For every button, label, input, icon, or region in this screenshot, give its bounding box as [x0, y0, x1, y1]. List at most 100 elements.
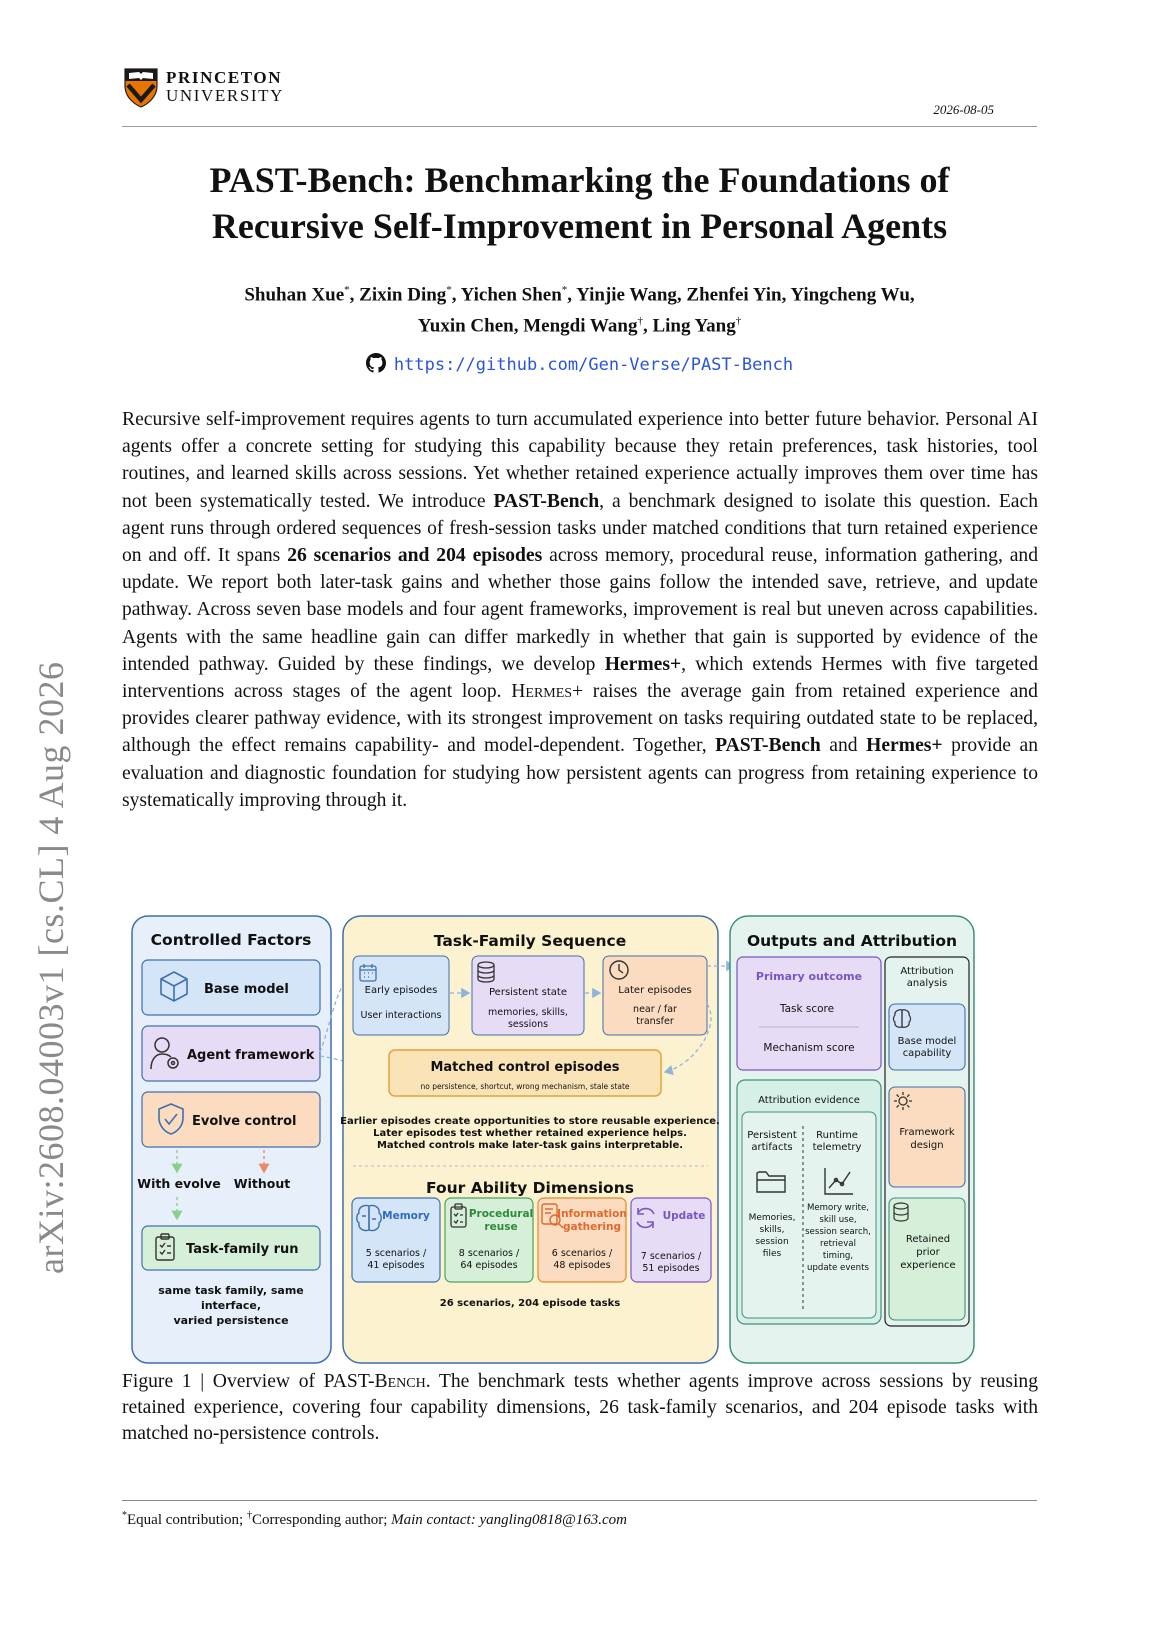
artifacts-line-3: session: [755, 1237, 788, 1247]
cube-icon: [160, 971, 188, 1002]
information-stat-1: 6 scenarios /: [552, 1248, 613, 1259]
search-document-icon: [541, 1203, 564, 1229]
early-episodes-card: [352, 955, 450, 1036]
refresh-icon: [636, 1207, 655, 1229]
caption-text: Figure 1 | Overview of PAST-: [122, 1371, 375, 1392]
early-episodes-title: Early episodes: [365, 985, 438, 996]
evidence-inner-box: [741, 1111, 877, 1319]
attribution-analysis-2: analysis: [907, 978, 948, 989]
abstract-smallcaps: Hermes+: [511, 681, 584, 703]
corresponding-mark: †: [637, 315, 643, 328]
memory-stat-2: 41 episodes: [367, 1260, 424, 1271]
telemetry-line-3: session search,: [805, 1227, 871, 1237]
controlled-factors-title: Controlled Factors: [151, 931, 312, 949]
repo-link[interactable]: https://github.com/Gen-Verse/PAST-Bench: [393, 355, 794, 375]
artifacts-line-2: skills,: [760, 1225, 785, 1235]
runtime-telemetry-1: Runtime: [816, 1130, 858, 1141]
abstract-bold: PAST-Bench: [493, 490, 600, 512]
procedural-stat-2: 64 episodes: [460, 1260, 517, 1271]
retained-prior-1: Retained: [906, 1234, 950, 1245]
author: Zhenfei Yin: [686, 284, 782, 306]
overview-figure: Controlled Factors Base model Agent fram…: [131, 915, 975, 1364]
equal-mark: *: [446, 284, 452, 296]
main-contact: Main contact: yangling0818@163.com: [391, 1512, 627, 1528]
framework-design-card: [888, 1086, 966, 1188]
persistent-state-card: [471, 955, 585, 1036]
paper-title: PAST-Bench: Benchmarking the Foundations…: [122, 157, 1037, 249]
matched-control-title: Matched control episodes: [430, 1060, 619, 1075]
later-episodes-card: [602, 955, 708, 1036]
abstract-bold: Hermes+: [866, 735, 943, 757]
agent-framework-label: Agent framework: [187, 1048, 315, 1063]
folder-icon: [756, 1171, 786, 1193]
author: Ling Yang: [652, 315, 736, 337]
footnote: *Equal contribution; †Corresponding auth…: [122, 1510, 627, 1529]
mechanism-score-label: Mechanism score: [763, 1042, 854, 1054]
telemetry-line-4: retrieval: [820, 1239, 856, 1249]
persistent-state-sub-1: memories, skills,: [488, 1007, 568, 1018]
abstract-text: across memory, procedural reuse, informa…: [122, 545, 1039, 675]
abstract-text: Recursive self-improvement requires agen…: [122, 409, 1038, 512]
equal-mark: *: [561, 284, 568, 296]
artifacts-line-1: Memories,: [749, 1213, 796, 1223]
gear-icon: [894, 1092, 912, 1110]
information-stat-2: 48 episodes: [553, 1260, 610, 1271]
title-line-2: Recursive Self-Improvement in Personal A…: [211, 206, 948, 246]
left-note-1: same task family, same: [158, 1284, 304, 1297]
retained-prior-experience-card: [888, 1197, 966, 1321]
footnote-rule: [122, 1500, 1037, 1501]
abstract: Recursive self-improvement requires agen…: [122, 406, 1038, 814]
footnote-text: Equal contribution;: [127, 1512, 247, 1528]
outputs-attribution-title: Outputs and Attribution: [747, 932, 957, 950]
footnote-dagger: †: [246, 1510, 252, 1521]
early-episodes-sub: User interactions: [360, 1010, 441, 1021]
retained-prior-3: experience: [900, 1260, 955, 1271]
abstract-bold: PAST-Bench: [715, 735, 821, 757]
evolve-control-label: Evolve control: [192, 1114, 296, 1129]
line-chart-icon: [824, 1168, 853, 1195]
evolve-control-card: [141, 1091, 321, 1148]
dimensions-total: 26 scenarios, 204 episode tasks: [440, 1298, 620, 1309]
abstract-text: , a benchmark designed to isolate this q…: [122, 490, 1038, 567]
title-line-1: PAST-Bench: Benchmarking the Foundations…: [209, 160, 950, 200]
update-card: [630, 1197, 712, 1283]
framework-design-1: Framework: [899, 1127, 955, 1138]
base-model-capability-2: capability: [903, 1048, 952, 1059]
clock-icon: [609, 960, 629, 980]
primary-outcome-title: Primary outcome: [756, 970, 862, 983]
later-to-control-arrow: [663, 1003, 712, 1076]
database-small-icon: [893, 1202, 909, 1222]
date-stamp: 2026-08-05: [933, 102, 994, 117]
abstract-bold: 26 scenarios and 204 episodes: [287, 545, 543, 567]
telemetry-line-2: skill use,: [819, 1215, 856, 1225]
later-episodes-sub-2: transfer: [636, 1016, 674, 1027]
procedural-label-2: reuse: [484, 1221, 517, 1233]
update-label: Update: [663, 1210, 706, 1222]
primary-outcome-card: [736, 956, 882, 1071]
procedural-stat-1: 8 scenarios /: [459, 1248, 520, 1259]
person-gear-icon: [150, 1037, 179, 1070]
caption-smallcaps: Bench: [374, 1371, 426, 1392]
corresponding-mark: †: [735, 315, 742, 328]
telemetry-line-5: timing,: [823, 1251, 853, 1261]
princeton-logo: PRINCETON UNIVERSITY: [124, 66, 284, 108]
attribution-analysis-1: Attribution: [900, 966, 953, 977]
princeton-shield-icon: [124, 68, 158, 108]
task-family-sequence-title: Task-Family Sequence: [434, 932, 626, 950]
telemetry-line-1: Memory write,: [807, 1203, 869, 1213]
clipboard-icon: [155, 1233, 175, 1261]
footnote-text: Corresponding author;: [251, 1512, 392, 1528]
checklist-icon: [450, 1203, 467, 1228]
task-family-run-label: Task-family run: [186, 1242, 299, 1257]
repo-link-row: https://github.com/Gen-Verse/PAST-Bench: [122, 353, 1037, 375]
memory-label: Memory: [382, 1210, 430, 1222]
figure-caption: Figure 1 | Overview of PAST-Bench. The b…: [122, 1369, 1038, 1447]
update-stat-1: 7 scenarios /: [641, 1251, 702, 1262]
later-episodes-title: Later episodes: [618, 985, 691, 996]
framework-design-2: design: [910, 1140, 943, 1151]
author: Shuhan Xue: [244, 284, 345, 306]
brain-icon: [356, 1204, 382, 1232]
matched-control-card: [388, 1049, 662, 1097]
abstract-text: raises the average gain from retained ex…: [122, 681, 1038, 757]
procedural-label-1: Procedural: [469, 1208, 533, 1220]
